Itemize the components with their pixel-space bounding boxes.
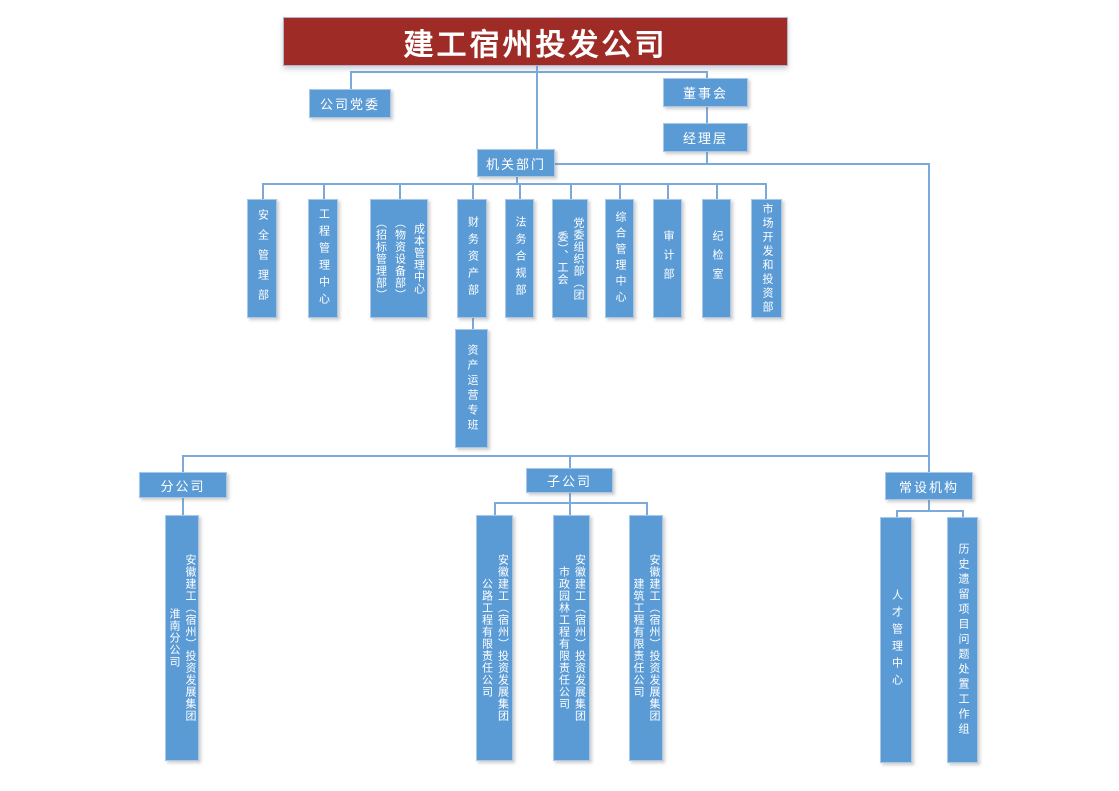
- node-board: 董事会: [663, 78, 748, 107]
- dept-finance-assets: 财务资产部: [457, 199, 487, 318]
- group-subsidiaries-label: 子公司: [546, 474, 592, 489]
- group-branch-companies: 分公司: [139, 472, 227, 498]
- dept-party-organization-label: 党委组织部（团 委）、工会: [556, 216, 584, 301]
- node-board-label: 董事会: [682, 86, 728, 101]
- dept-engineering-mgmt-center-label: 工程管理中心: [317, 207, 330, 310]
- connector-drop-branch-group: [182, 455, 184, 472]
- sub-construction-engineering: 安徽建工（宿州）投资发展集团 建筑工程有限责任公司: [629, 515, 663, 761]
- connector-drop-sub-1: [494, 502, 496, 515]
- standing-talent-center-label: 人才管理中心: [890, 589, 903, 691]
- dept-audit: 审计部: [653, 199, 682, 318]
- connector-management-down: [706, 152, 708, 164]
- group-standing-bodies-label: 常设机构: [898, 479, 959, 495]
- sub-highway-engineering: 安徽建工（宿州）投资发展集团 公路工程有限责任公司: [476, 515, 513, 761]
- company-title: 建工宿州投发公司: [403, 28, 668, 62]
- connector-bottom-bus: [182, 455, 929, 457]
- dept-legal-compliance: 法务合规部: [505, 199, 534, 318]
- connector-banner-to-hq: [536, 66, 538, 149]
- connector-drop-dept-5: [519, 183, 521, 199]
- group-branch-companies-label: 分公司: [160, 478, 206, 494]
- connector-drop-sub-2: [569, 502, 571, 515]
- group-standing-bodies: 常设机构: [885, 472, 973, 500]
- dept-discipline-inspection: 纪检室: [702, 199, 731, 318]
- connector-drop-dept-9: [716, 183, 718, 199]
- sub-municipal-garden-engineering: 安徽建工（宿州）投资发展集团 市政园林工程有限责任公司: [553, 515, 590, 761]
- connector-drop-dept-8: [667, 183, 669, 199]
- node-management: 经理层: [663, 123, 748, 152]
- dept-general-mgmt-center: 综合管理中心: [605, 199, 634, 318]
- company-title-banner: 建工宿州投发公司: [283, 17, 788, 66]
- connector-right-vertical: [928, 163, 930, 472]
- connector-drop-subsidiary-group: [569, 455, 571, 468]
- connector-standing-down: [928, 500, 930, 510]
- connector-departments-bus: [262, 183, 766, 185]
- connector-drop-board: [706, 71, 708, 78]
- standing-legacy-issues-workgroup: 历史遗留项目问题处置工作组: [947, 517, 978, 763]
- standing-talent-center: 人才管理中心: [880, 517, 912, 763]
- connector-drop-dept-1: [262, 183, 264, 199]
- connector-drop-standing-2: [962, 510, 964, 517]
- dept-general-mgmt-center-label: 综合管理中心: [614, 210, 626, 307]
- dept-party-organization: 党委组织部（团 委）、工会: [552, 199, 588, 318]
- connector-subsidiary-down: [569, 493, 571, 502]
- connector-drop-dept-7: [619, 183, 621, 199]
- connector-subsidiary-bracket: [494, 502, 647, 504]
- branch-huainan-label: 安徽建工（宿州）投资发展集团 淮南分公司: [168, 554, 196, 722]
- connector-branch-to-child: [182, 498, 184, 515]
- connector-drop-dept-10: [765, 183, 767, 199]
- node-asset-operation-team: 资产运营专班: [455, 329, 488, 448]
- connector-drop-dept-3: [399, 183, 401, 199]
- dept-discipline-inspection-label: 纪检室: [711, 230, 723, 287]
- dept-engineering-mgmt-center: 工程管理中心: [308, 199, 338, 318]
- connector-top-branch: [350, 71, 707, 73]
- dept-cost-mgmt-center-label: 成本管理中心 （物资设备部） （招标管理部）: [374, 216, 425, 301]
- node-party-committee: 公司党委: [309, 89, 391, 118]
- connector-drop-dept-2: [323, 183, 325, 199]
- connector-drop-dept-6: [570, 183, 572, 199]
- connector-finance-to-asset-team: [472, 318, 474, 329]
- standing-legacy-issues-workgroup-label: 历史遗留项目问题处置工作组: [957, 542, 969, 738]
- branch-huainan: 安徽建工（宿州）投资发展集团 淮南分公司: [165, 515, 199, 761]
- node-party-committee-label: 公司党委: [319, 97, 380, 112]
- connector-standing-bracket: [896, 510, 963, 512]
- node-hq-departments-label: 机关部门: [485, 156, 546, 172]
- dept-market-dev-investment: 市场开发和投资部: [751, 199, 782, 318]
- dept-safety: 安全管理部: [247, 199, 277, 318]
- group-subsidiaries: 子公司: [526, 468, 613, 493]
- node-hq-departments: 机关部门: [477, 149, 555, 177]
- dept-cost-mgmt-center: 成本管理中心 （物资设备部） （招标管理部）: [370, 199, 428, 318]
- dept-safety-label: 安全管理部: [256, 208, 269, 309]
- dept-audit-label: 审计部: [662, 230, 674, 287]
- dept-market-dev-investment-label: 市场开发和投资部: [761, 202, 773, 315]
- connector-drop-party-committee: [350, 71, 352, 89]
- sub-construction-engineering-label: 安徽建工（宿州）投资发展集团 建筑工程有限责任公司: [632, 554, 660, 722]
- connector-drop-sub-3: [646, 502, 648, 515]
- sub-municipal-garden-engineering-label: 安徽建工（宿州）投资发展集团 市政园林工程有限责任公司: [557, 554, 586, 722]
- dept-legal-compliance-label: 法务合规部: [514, 216, 526, 301]
- connector-drop-standing-1: [896, 510, 898, 517]
- sub-highway-engineering-label: 安徽建工（宿州）投资发展集团 公路工程有限责任公司: [480, 554, 509, 722]
- dept-finance-assets-label: 财务资产部: [466, 216, 479, 301]
- node-asset-operation-team-label: 资产运营专班: [466, 343, 478, 434]
- connector-hq-down: [516, 177, 518, 184]
- connector-board-to-management: [706, 107, 708, 123]
- connector-hq-to-right: [555, 163, 929, 165]
- node-management-label: 经理层: [682, 131, 728, 146]
- connector-drop-dept-4: [472, 183, 474, 199]
